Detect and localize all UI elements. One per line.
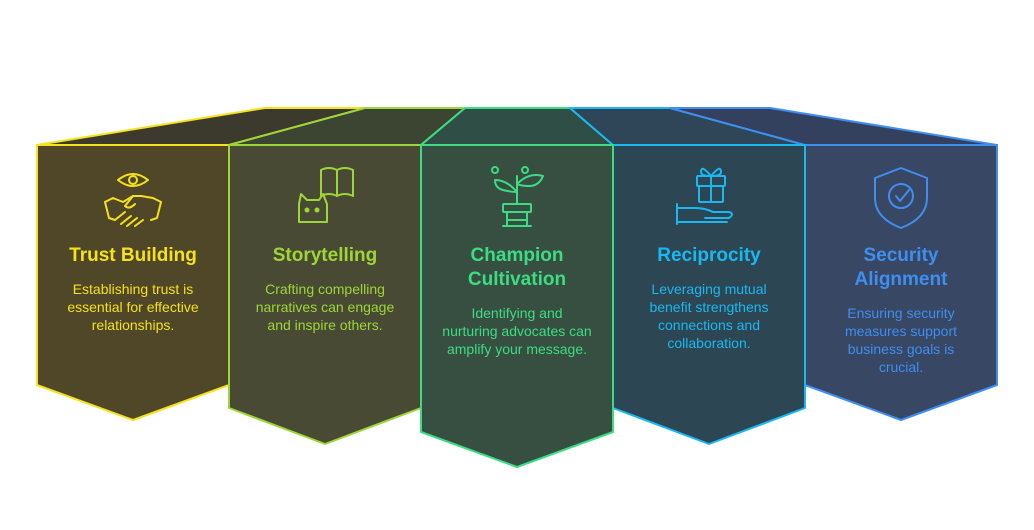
panel-description: Leveraging mutual benefit strengthens co… xyxy=(649,281,769,351)
panel-title: Storytelling xyxy=(272,245,378,266)
panel-body-storytelling xyxy=(228,144,422,445)
panel-bodies xyxy=(36,144,998,468)
handshake-eye-icon xyxy=(104,173,162,227)
panel-description: Ensuring security measures support busin… xyxy=(844,305,958,375)
gift-hand-icon xyxy=(676,167,733,225)
panel-description: Establishing trust is essential for effe… xyxy=(67,281,199,333)
panel-body-champion-cultivation xyxy=(420,144,614,468)
panel-title: Trust Building xyxy=(69,245,197,266)
panel-roofs xyxy=(36,107,998,146)
panel-title: Reciprocity xyxy=(657,245,761,266)
book-character-icon xyxy=(298,167,354,223)
panel-body-trust-building xyxy=(36,144,230,421)
panel-icons xyxy=(104,166,928,229)
plant-pot-icon xyxy=(491,166,544,227)
panel-description: Crafting compelling narratives can engag… xyxy=(255,281,395,333)
panel-title: Security Alignment xyxy=(854,245,948,290)
shield-check-icon xyxy=(874,167,928,229)
panel-description: Identifying and nurturing advocates can … xyxy=(442,305,592,357)
panel-title: Champion Cultivation xyxy=(467,245,567,290)
